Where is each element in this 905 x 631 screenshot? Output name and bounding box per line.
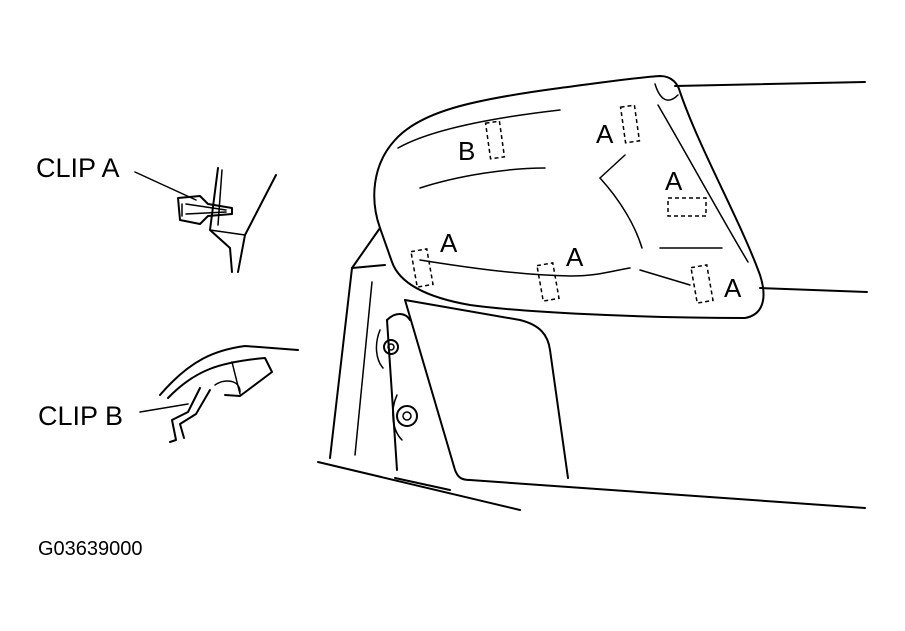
figure-code: G03639000 [38,538,143,560]
marker-a: A [566,242,584,272]
marker-a: A [596,119,614,149]
marker-b: B [458,136,475,166]
clip-a-location [619,104,641,144]
marker-a: A [665,166,683,196]
clip-a-location [536,262,560,302]
clip-a-label: CLIP A [36,153,120,183]
clip-b-leader [139,403,189,413]
clip-b-detail [139,345,299,443]
clip-a-detail [134,167,277,273]
clip-a-location [410,248,434,288]
clip-b-location [484,120,506,160]
marker-a: A [440,228,458,258]
clip-a-location [690,264,714,304]
clip-positions [410,104,714,304]
vehicle-body [317,81,868,511]
clip-a-leader [134,171,197,201]
rear-spoiler [373,75,765,319]
clip-b-label: CLIP B [38,401,123,431]
marker-a: A [724,273,742,303]
clip-a-location [667,197,707,217]
position-markers: B A A A A A [440,119,742,303]
